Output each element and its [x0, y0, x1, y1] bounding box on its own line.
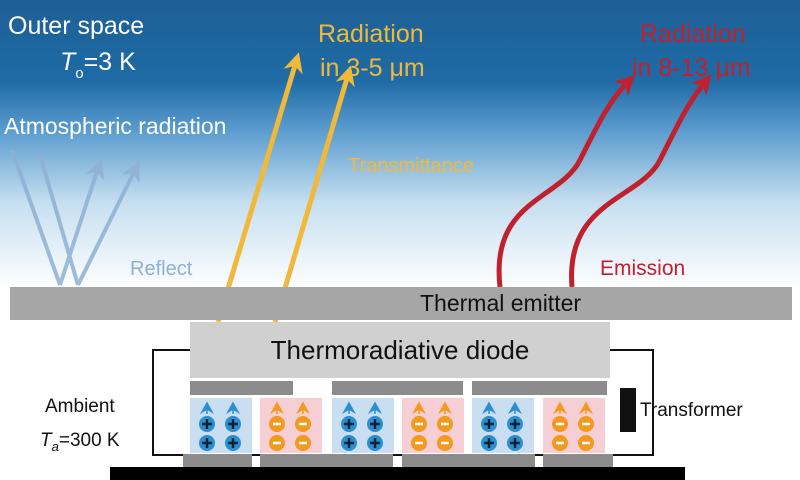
top-electrode [332, 381, 463, 395]
up-arrow-icon [367, 401, 383, 415]
up-arrow-icon [507, 401, 523, 415]
up-arrow-icon [437, 401, 453, 415]
radiation-3-5-line2: in 3-5 μm [320, 54, 425, 82]
up-arrow-icon [481, 401, 497, 415]
transmittance-label: Transmittance [348, 155, 474, 177]
plus-icon [370, 419, 380, 429]
thermal-emitter-layer [10, 287, 792, 320]
atmospheric-radiation-label: Atmospheric radiation [4, 113, 226, 139]
up-arrow-icon [552, 401, 568, 415]
plus-icon [228, 419, 238, 429]
plus-icon [484, 438, 494, 448]
emission-label: Emission [600, 257, 685, 280]
plus-icon [344, 438, 354, 448]
top-electrode [190, 381, 293, 395]
bottom-electrode [183, 454, 252, 467]
ambient-label: Ambient [45, 396, 115, 417]
thermoradiative-diode [190, 322, 610, 378]
plus-icon [344, 419, 354, 429]
up-arrow-icon [411, 401, 427, 415]
top-electrode [472, 381, 607, 395]
emission-arrows [496, 74, 712, 288]
outer-space-temp: To=3 K [60, 48, 136, 82]
reflect-label: Reflect [130, 258, 193, 280]
ambient-temp: Ta=300 K [40, 430, 120, 454]
up-arrow-icon [341, 401, 357, 415]
bottom-electrode [260, 454, 393, 467]
radiation-8-13-line1: Radiation [640, 20, 746, 48]
radiation-3-5-line1: Radiation [318, 20, 424, 48]
reflect-arrows [10, 149, 140, 286]
outer-space-title: Outer space [8, 12, 144, 40]
plus-icon [484, 419, 494, 429]
up-arrow-icon [225, 401, 241, 415]
plus-icon [510, 438, 520, 448]
up-arrow-icon [578, 401, 594, 415]
up-arrow-icon [199, 401, 215, 415]
transformer-block [620, 388, 636, 432]
semiconductor-cells [183, 381, 613, 467]
plus-icon [228, 438, 238, 448]
up-arrow-icon [295, 401, 311, 415]
up-arrow-icon [269, 401, 285, 415]
plus-icon [370, 438, 380, 448]
thermal-emitter-label: Thermal emitter [420, 290, 581, 316]
radiation-8-13-line2: in 8-13 μm [632, 54, 751, 82]
plus-icon [202, 438, 212, 448]
transformer-label: Transformer [640, 400, 743, 421]
bottom-electrode [402, 454, 535, 467]
diode-label: Thermoradiative diode [271, 335, 530, 365]
base-plate [110, 467, 685, 480]
plus-icon [202, 419, 212, 429]
plus-icon [510, 419, 520, 429]
bottom-electrode [543, 454, 613, 467]
transmittance-arrows [215, 52, 355, 323]
